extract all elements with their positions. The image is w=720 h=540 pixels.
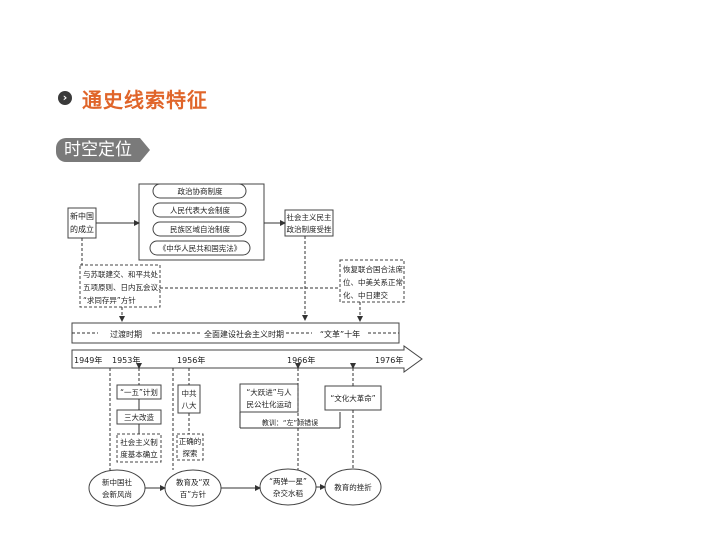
reform-label: 三大改造 (124, 412, 154, 422)
origin-line-2: 的成立 (70, 224, 94, 234)
restore-line-3: 化、中日建交 (343, 290, 388, 300)
foreign-box (79, 264, 161, 308)
ellipse2-line-1: 教育及“双 (176, 477, 210, 487)
system-item-4 (149, 240, 251, 256)
period-construction: 全面建设社会主义时期 (204, 329, 284, 339)
period-transition: 过渡时期 (110, 329, 142, 339)
year-1966: 1966年 (287, 355, 315, 365)
leap-line-2: 民公社化运动 (247, 399, 292, 409)
result-line-2: 政治制度受挫 (287, 224, 332, 234)
system-label-4: 《中华人民共和国宪法》 (159, 243, 242, 253)
system-label-1: 政治协商制度 (178, 186, 223, 196)
foreign-line-2: 五项原则、日内瓦会议、 (83, 282, 166, 292)
culture-label: “文化大革命” (330, 393, 375, 403)
ellipse3-line-2: 杂交水稻 (273, 488, 303, 498)
chevron-right-icon: › (58, 91, 72, 105)
result-line-1: 社会主义民主 (287, 212, 332, 222)
ellipse-education-policy (164, 469, 222, 507)
explore-line-2: 探索 (183, 448, 198, 458)
system-item-2 (152, 202, 247, 218)
socialism-line-1: 社会主义制 (120, 437, 158, 447)
restore-box (339, 259, 405, 303)
restore-line-1: 恢复联合国合法席 (343, 264, 403, 274)
ellipse-science (259, 468, 317, 506)
system-item-1 (152, 183, 247, 199)
explore-box (176, 433, 204, 461)
explore-line-1: 正确的 (179, 436, 202, 446)
foreign-line-1: 与苏联建交、和平共处 (83, 269, 158, 279)
system-item-3 (152, 221, 247, 237)
ellipse-new-custom (88, 469, 146, 507)
year-1949: 1949年 (74, 355, 102, 365)
section-title: 通史线索特征 (82, 87, 208, 112)
ellipse1-line-2: 会新风尚 (102, 489, 132, 499)
foreign-line-3: “求同存异”方针 (83, 295, 136, 305)
section-title-row: › 通史线索特征 (58, 86, 208, 112)
timeline-arrow (71, 345, 423, 373)
plan-label: “一五”计划 (120, 387, 158, 397)
year-1976: 1976年 (375, 355, 403, 365)
origin-line-1: 新中国 (70, 211, 94, 221)
period-cultural-revolution: “文革”十年 (320, 329, 360, 339)
system-label-2: 人民代表大会制度 (170, 205, 230, 215)
year-1956: 1956年 (177, 355, 205, 365)
socialism-line-2: 度基本确立 (120, 449, 158, 459)
ellipse3-line-1: “两弹一星” (269, 476, 307, 486)
system-label-3: 民族区域自治制度 (170, 224, 230, 234)
year-1953: 1953年 (112, 355, 140, 365)
socialism-box (116, 433, 162, 463)
ellipse1-line-1: 新中国社 (102, 477, 132, 487)
mistake-label: 教训：“左”倾错误 (262, 418, 318, 427)
ellipse4-line-1: 教育的挫折 (334, 482, 372, 492)
restore-line-2: 位、中美关系正常 (343, 277, 403, 287)
congress-line-1: 中共 (182, 388, 197, 398)
congress-line-2: 八大 (182, 400, 197, 410)
leap-line-1: “大跃进”与人 (246, 387, 292, 397)
ellipse2-line-2: 百”方针 (180, 489, 207, 499)
section-tag: 时空定位 (56, 138, 150, 162)
